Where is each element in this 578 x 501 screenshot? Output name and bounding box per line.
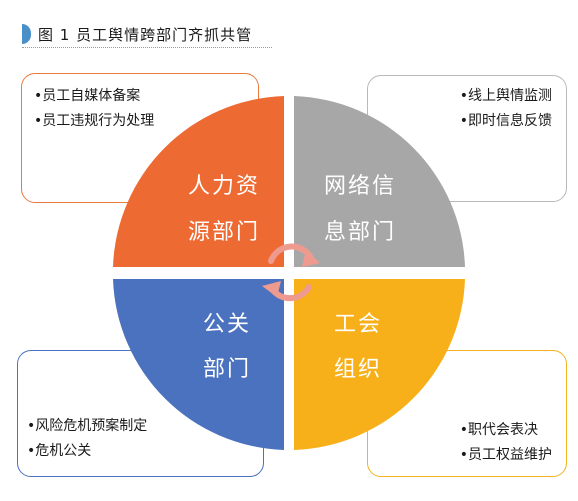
quadrant-pr-label-line1: 公关 [203,312,251,337]
title-divider [22,47,272,48]
title-marker [22,24,31,44]
box-network-item-2: •即时信息反馈 [459,113,552,129]
quadrant-union-label-line1: 工会 [334,312,382,337]
box-hr-item-1: •员工自媒体备案 [34,88,141,104]
box-pr-item-2: •危机公关 [27,443,92,459]
box-pr-item-1: •风险危机预案制定 [27,418,148,434]
box-hr-item-2: •员工违规行为处理 [34,113,155,129]
box-union-item-2: •员工权益维护 [459,447,552,463]
quadrant-hr [113,96,284,267]
box-union-item-1: •职代会表决 [459,422,538,438]
quadrant-network-label-line2: 息部门 [324,220,396,245]
box-network-item-1: •线上舆情监测 [459,88,552,104]
box-network-info-department: •线上舆情监测 •即时信息反馈 [367,75,567,202]
figure-title-text: 图 1 员工舆情跨部门齐抓共管 [38,25,253,44]
quadrant-network-info [294,96,465,267]
cycle-arrows-icon [262,243,320,302]
quadrant-pr [113,279,284,450]
quadrant-hr-label-line1: 人力资 [188,174,260,199]
quadrant-union [294,279,465,450]
quadrant-union-label-line2: 组织 [334,357,382,382]
quadrant-network-label-line1: 网络信 [324,174,396,199]
figure-title: 图 1 员工舆情跨部门齐抓共管 [22,22,252,46]
quadrant-pr-label-line2: 部门 [203,357,251,382]
quadrant-hr-label-line2: 源部门 [188,220,260,245]
